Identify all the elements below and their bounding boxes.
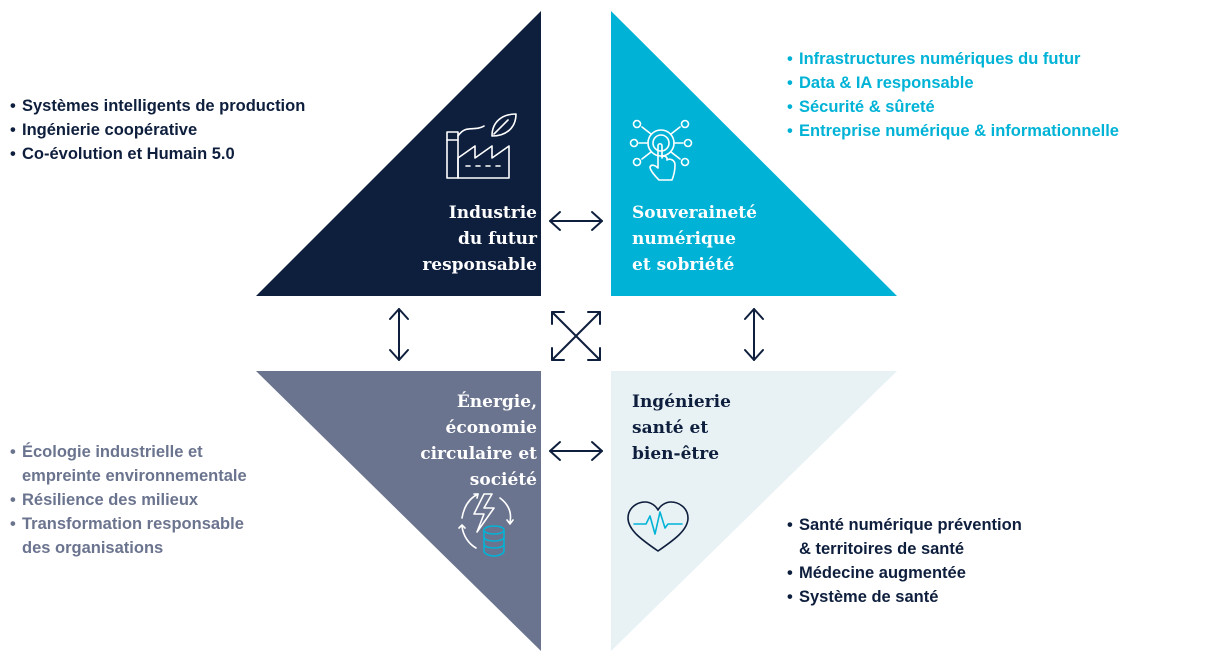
double-arrow-right-vertical — [744, 308, 764, 361]
sante-title-line: Ingénierie — [632, 392, 731, 412]
sante-title-line: bien-être — [632, 444, 720, 464]
industrie-title-line: Industrie — [448, 203, 537, 223]
sante-title-line: santé et — [632, 418, 709, 438]
list-item: Sécurité & sûreté — [787, 95, 1119, 119]
list-item-text: Data & IA responsable — [799, 74, 974, 92]
industrie-title: Industrie du futur responsable — [422, 200, 537, 278]
industrie-bullet-list: Systèmes intelligents de production Ingé… — [10, 94, 305, 166]
list-item-text: Co-évolution et Humain 5.0 — [22, 145, 235, 163]
list-item-text: & territoires de santé — [799, 540, 965, 558]
energie-triangle — [256, 371, 541, 651]
sante-bullet-list: Santé numérique prévention & territoires… — [787, 513, 1022, 609]
industrie-title-line: responsable — [422, 255, 537, 275]
list-item: Résilience des milieux — [10, 488, 247, 512]
list-item-text: Ingénierie coopérative — [22, 121, 198, 139]
energie-title-line: économie — [445, 418, 537, 438]
list-item: Ingénierie coopérative — [10, 118, 305, 142]
list-item: Entreprise numérique & informationnelle — [787, 119, 1119, 143]
list-item: Système de santé — [787, 585, 1022, 609]
list-item: Écologie industrielle et empreinte envir… — [10, 440, 247, 488]
industrie-title-line: du futur — [457, 229, 537, 249]
sante-title: Ingénierie santé et bien-être — [632, 389, 731, 467]
industrie-triangle — [256, 11, 541, 296]
list-item-text: Infrastructures numériques du futur — [799, 50, 1081, 68]
souverainete-bullet-list: Infrastructures numériques du futur Data… — [787, 47, 1119, 143]
double-arrow-bottom-horizontal — [549, 441, 603, 461]
souverainete-title-line: numérique — [632, 229, 737, 249]
souverainete-title-line: Souveraineté — [632, 203, 757, 223]
energie-bullet-list: Écologie industrielle et empreinte envir… — [10, 440, 247, 560]
list-item: Transformation responsable des organisat… — [10, 512, 247, 560]
list-item-text: empreinte environnementale — [22, 467, 247, 485]
list-item-text: Résilience des milieux — [22, 491, 199, 509]
energy-cycle-icon — [458, 493, 514, 557]
souverainete-title: Souveraineté numérique et sobriété — [632, 200, 757, 278]
list-item-text: Entreprise numérique & informationnelle — [799, 122, 1119, 140]
list-item: Infrastructures numériques du futur — [787, 47, 1119, 71]
list-item: Systèmes intelligents de production — [10, 94, 305, 118]
list-item-text: Écologie industrielle et — [22, 443, 203, 461]
touch-network-icon — [629, 119, 693, 181]
list-item-text: Santé numérique prévention — [799, 516, 1022, 534]
list-item-text: Sécurité & sûreté — [799, 98, 935, 116]
sante-triangle — [611, 371, 897, 651]
double-arrow-top-horizontal — [549, 211, 603, 231]
list-item: Co-évolution et Humain 5.0 — [10, 142, 305, 166]
list-item-text: Transformation responsable — [22, 515, 244, 533]
double-arrow-left-vertical — [389, 308, 409, 361]
cross-diagonal-arrows — [551, 311, 601, 361]
energie-title-line: Énergie, — [456, 392, 537, 412]
energie-title-line: circulaire et — [420, 444, 537, 464]
souverainete-triangle — [611, 11, 897, 296]
list-item-text: Système de santé — [799, 588, 939, 606]
factory-leaf-icon — [446, 113, 517, 179]
list-item-text: des organisations — [22, 539, 164, 557]
heart-pulse-icon — [627, 501, 689, 552]
souverainete-title-line: et sobriété — [632, 255, 735, 275]
list-item: Data & IA responsable — [787, 71, 1119, 95]
energie-title-line: société — [469, 470, 537, 490]
list-item-text: Médecine augmentée — [799, 564, 966, 582]
list-item-text: Systèmes intelligents de production — [22, 97, 306, 115]
list-item: Santé numérique prévention & territoires… — [787, 513, 1022, 561]
energie-title: Énergie, économie circulaire et société — [420, 389, 537, 493]
list-item: Médecine augmentée — [787, 561, 1022, 585]
